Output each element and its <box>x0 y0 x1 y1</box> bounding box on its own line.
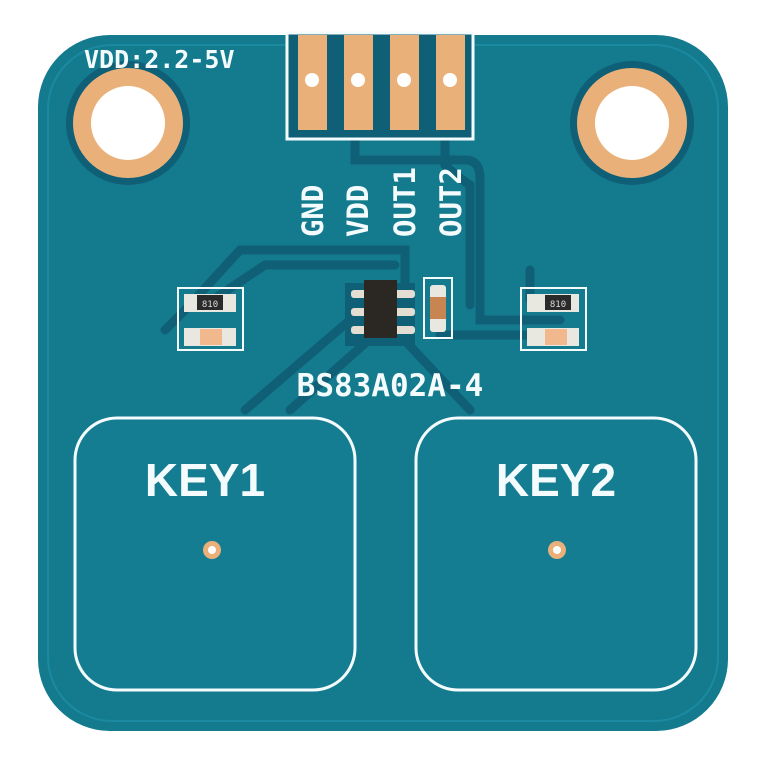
pin-header <box>285 31 475 141</box>
chip-label: BS83A02A-4 <box>297 368 484 404</box>
touch-ic <box>345 280 415 346</box>
pin-label-out2: OUT2 <box>434 167 468 237</box>
pin-label-vdd: VDD <box>341 185 375 237</box>
key1-label: KEY1 <box>145 454 265 506</box>
mounting-hole-right <box>570 61 694 185</box>
pin-label-gnd: GND <box>296 185 330 237</box>
led-resistor-left: 810 <box>177 287 244 351</box>
svg-text:810: 810 <box>550 300 566 310</box>
mounting-hole-left <box>66 61 190 185</box>
supply-voltage-label: VDD:2.2-5V <box>84 45 235 74</box>
pin-label-out1: OUT1 <box>388 167 422 237</box>
touch-key-2[interactable]: KEY2 <box>414 416 698 692</box>
led-resistor-right: 810 <box>520 287 587 351</box>
capacitor <box>423 277 453 339</box>
touch-key-1[interactable]: KEY1 <box>73 416 357 692</box>
svg-text:810: 810 <box>202 300 218 310</box>
key2-label: KEY2 <box>496 454 616 506</box>
